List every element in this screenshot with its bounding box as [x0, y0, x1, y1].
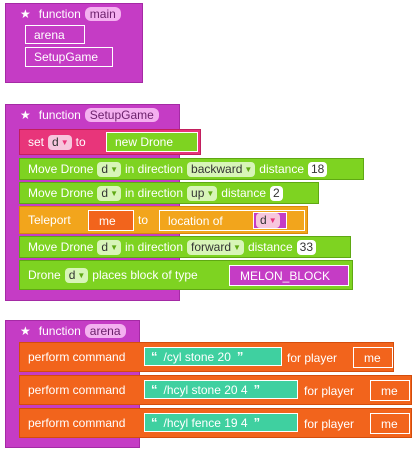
drone-variable-dropdown[interactable]: d▼	[64, 267, 89, 283]
chevron-down-icon: ▼	[233, 242, 241, 252]
chevron-down-icon: ▼	[110, 242, 118, 252]
player-me-block[interactable]: me	[370, 413, 410, 434]
drone-variable-dropdown[interactable]: d▼	[97, 161, 121, 177]
function-keyword: function	[38, 324, 81, 338]
new-drone-label: new Drone	[115, 135, 174, 149]
perform-command-label: perform command	[28, 383, 126, 397]
distance-input[interactable]: 2	[270, 185, 283, 201]
call-label: arena	[34, 27, 65, 42]
direction-label: in direction	[124, 186, 184, 200]
location-of-block[interactable]: location of d▼	[159, 210, 305, 231]
call-label: SetupGame	[34, 50, 99, 64]
to-label: to	[75, 135, 86, 149]
call-setupgame-block[interactable]: SetupGame	[25, 47, 113, 67]
command-string-block[interactable]: “ /hcyl stone 20 4 ”	[144, 380, 298, 399]
chevron-down-icon: ▼	[77, 270, 86, 280]
drone-variable-dropdown[interactable]: d▼	[97, 239, 121, 255]
drone-label: Drone	[28, 268, 61, 282]
perform-command-block-2[interactable]: perform command “ /hcyl stone 20 4 ” for…	[19, 375, 412, 405]
chevron-down-icon: ▼	[244, 164, 253, 174]
close-quote-icon: ”	[236, 349, 244, 364]
for-player-label: for player	[304, 384, 355, 398]
player-name: me	[381, 416, 398, 431]
close-quote-icon: ”	[253, 415, 261, 430]
set-label: set	[28, 135, 45, 149]
direction-label: in direction	[124, 240, 184, 254]
move-drone-label: Move Drone	[28, 240, 94, 254]
move-drone-label: Move Drone	[28, 162, 94, 176]
move-drone-block-1[interactable]: Move Drone d▼ in direction backward▼ dis…	[19, 158, 364, 180]
direction-label: in direction	[124, 162, 184, 176]
chevron-down-icon: ▼	[268, 216, 277, 225]
perform-command-block-3[interactable]: perform command “ /hcyl fence 19 4 ” for…	[19, 408, 412, 438]
move-drone-block-2[interactable]: Move Drone d▼ in direction up▼ distance …	[19, 182, 319, 204]
perform-command-label: perform command	[28, 416, 126, 430]
distance-input[interactable]: 33	[296, 239, 317, 255]
star-icon: ★	[20, 324, 31, 338]
command-text[interactable]: /cyl stone 20	[163, 349, 231, 364]
place-block-block[interactable]: Drone d▼ places block of type MELON_BLOC…	[19, 260, 353, 290]
chevron-down-icon: ▼	[206, 188, 215, 198]
teleport-block[interactable]: Teleport me to location of d▼	[19, 206, 308, 234]
chevron-down-icon: ▼	[110, 164, 118, 174]
function-name-field[interactable]: main	[84, 7, 121, 21]
player-me-block[interactable]: me	[370, 380, 410, 401]
function-name-field[interactable]: SetupGame	[84, 108, 159, 122]
function-setupgame-header: ★ function SetupGame	[6, 105, 179, 125]
perform-command-block-1[interactable]: perform command “ /cyl stone 20 ” for pl…	[19, 342, 394, 372]
player-name: me	[381, 383, 398, 398]
variable-dropdown[interactable]: d▼	[48, 134, 72, 150]
command-text[interactable]: /hcyl stone 20 4	[163, 382, 248, 397]
set-variable-block[interactable]: set d▼ to new Drone	[19, 129, 201, 155]
player-me-block[interactable]: me	[353, 347, 393, 368]
player-name: me	[364, 350, 381, 365]
player-me-block[interactable]: me	[88, 210, 134, 231]
function-main-header: ★ function main	[6, 4, 142, 24]
drone-variable-dropdown[interactable]: d▼	[97, 185, 121, 201]
for-player-label: for player	[304, 417, 355, 431]
direction-dropdown[interactable]: forward▼	[187, 239, 244, 255]
chevron-down-icon: ▼	[110, 188, 118, 198]
command-string-block[interactable]: “ /cyl stone 20 ”	[144, 347, 282, 366]
chevron-down-icon: ▼	[60, 137, 69, 147]
location-variable-block[interactable]: d▼	[253, 212, 287, 229]
function-name-field[interactable]: arena	[84, 324, 126, 338]
move-drone-label: Move Drone	[28, 186, 94, 200]
block-type-value: MELON_BLOCK	[240, 268, 331, 283]
variable-dropdown[interactable]: d▼	[256, 213, 280, 228]
distance-label: distance	[259, 162, 304, 176]
star-icon: ★	[20, 108, 31, 122]
function-keyword: function	[38, 7, 81, 21]
player-name: me	[99, 213, 116, 228]
move-drone-block-3[interactable]: Move Drone d▼ in direction forward▼ dist…	[19, 236, 351, 258]
command-string-block[interactable]: “ /hcyl fence 19 4 ”	[144, 413, 298, 432]
new-drone-block[interactable]: new Drone	[106, 132, 198, 152]
open-quote-icon: “	[151, 415, 158, 430]
star-icon: ★	[20, 7, 31, 21]
distance-label: distance	[247, 240, 293, 254]
distance-input[interactable]: 18	[308, 161, 328, 177]
teleport-label: Teleport	[28, 213, 71, 227]
location-of-label: location of	[168, 213, 223, 228]
for-player-label: for player	[287, 351, 338, 365]
function-keyword: function	[38, 108, 81, 122]
perform-command-label: perform command	[28, 350, 126, 364]
open-quote-icon: “	[151, 382, 158, 397]
distance-label: distance	[221, 186, 266, 200]
close-quote-icon: ”	[253, 382, 261, 397]
open-quote-icon: “	[151, 349, 158, 364]
command-text[interactable]: /hcyl fence 19 4	[163, 415, 248, 430]
call-arena-block[interactable]: arena	[25, 25, 85, 44]
direction-dropdown[interactable]: backward▼	[187, 161, 256, 177]
function-arena-header: ★ function arena	[6, 321, 139, 341]
places-block-label: places block of type	[92, 268, 198, 282]
direction-dropdown[interactable]: up▼	[187, 185, 218, 201]
to-label: to	[138, 213, 149, 227]
block-type-block[interactable]: MELON_BLOCK	[229, 265, 349, 286]
